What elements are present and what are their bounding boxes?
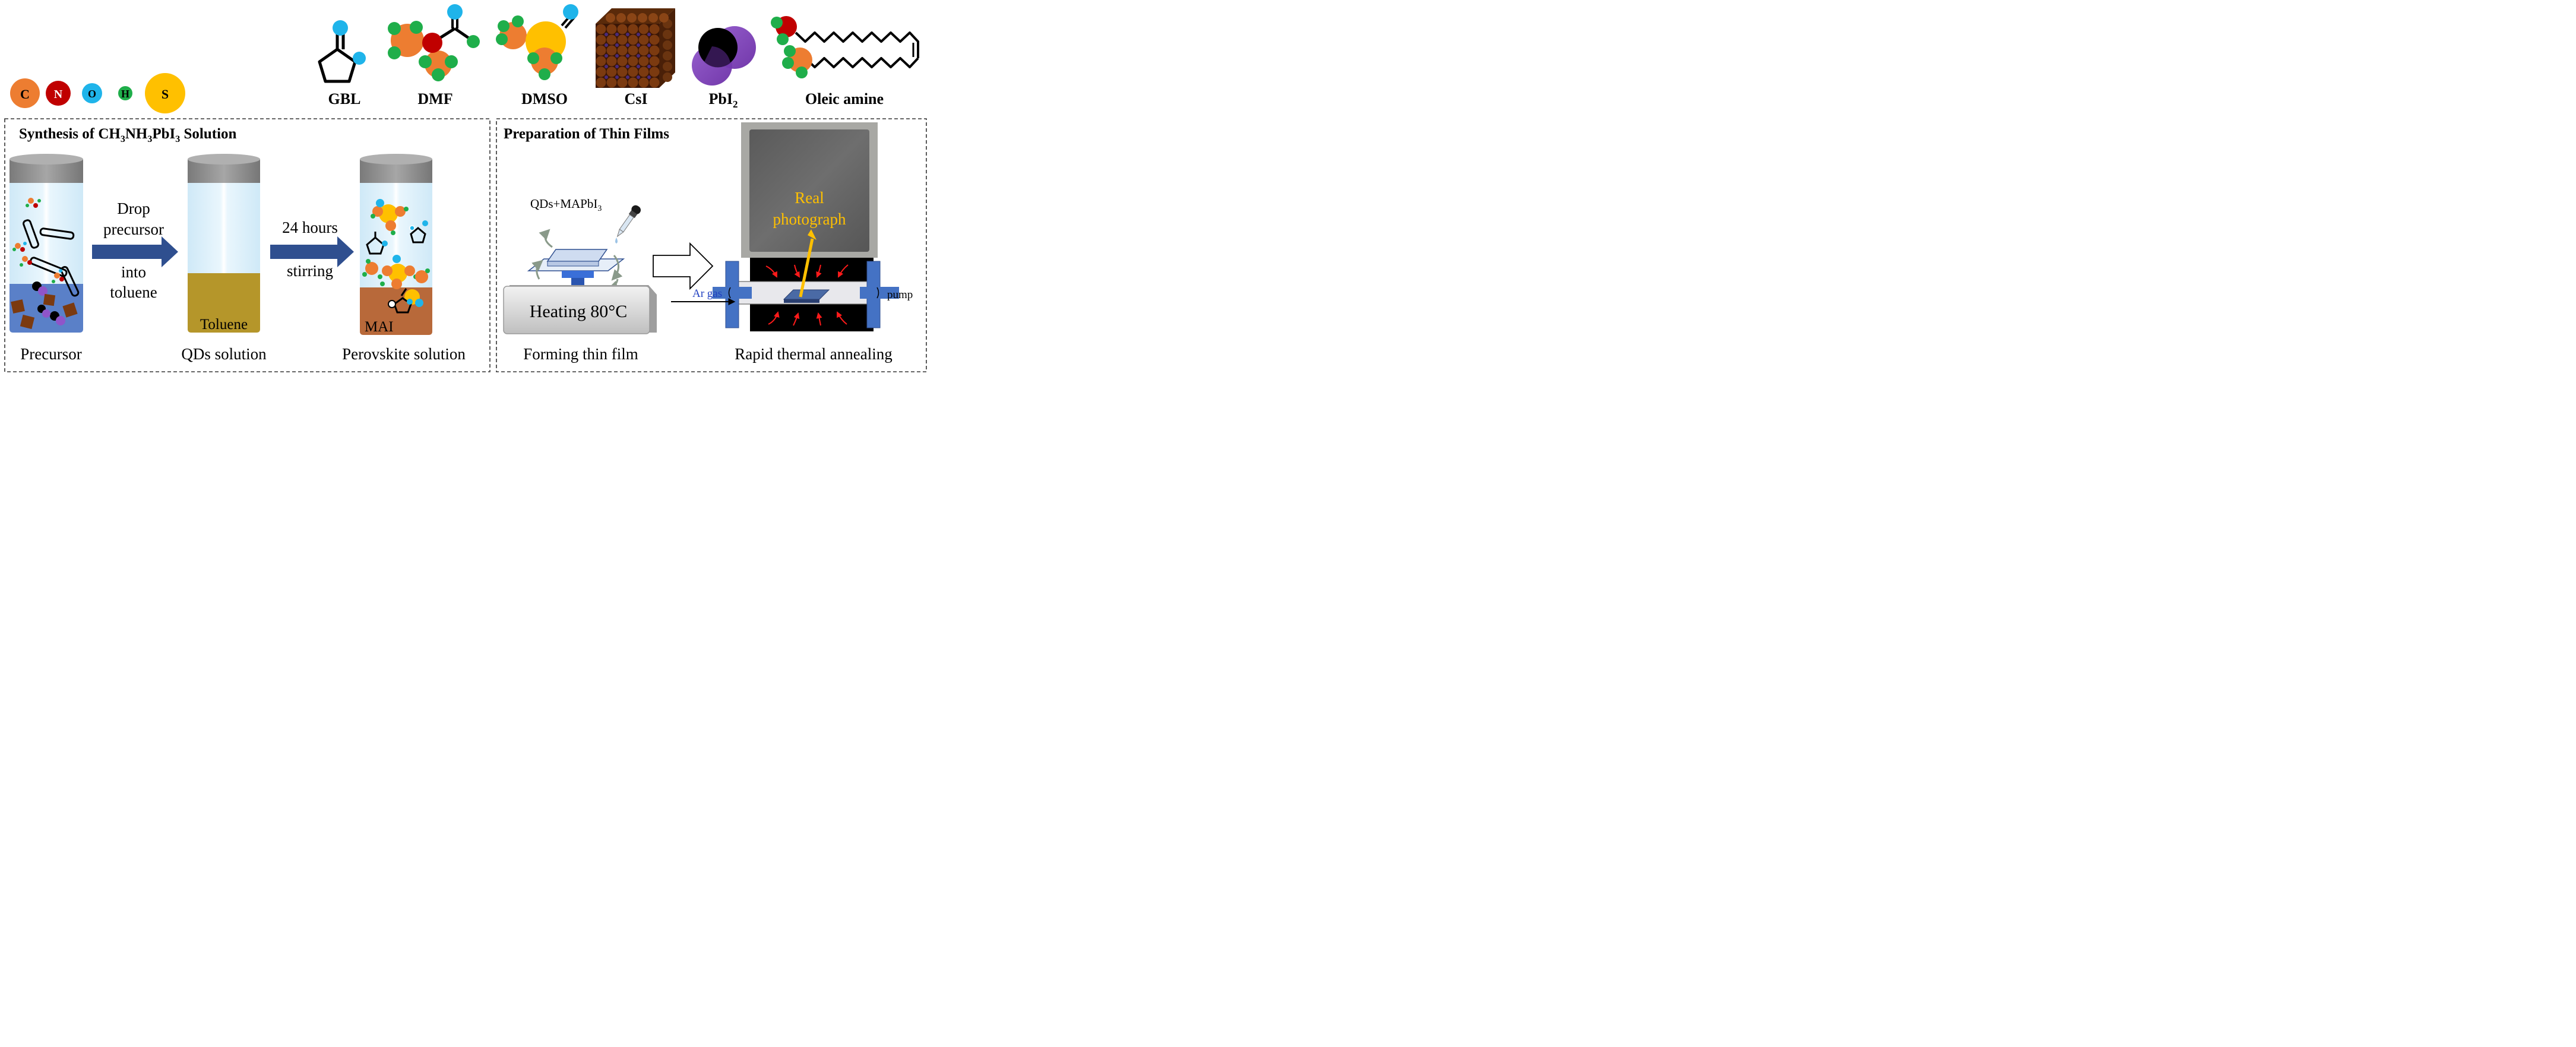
gas-label: Ar gas <box>692 287 722 300</box>
legend-hydrogen-symbol: H <box>121 88 129 100</box>
photo-label-line1: Real <box>795 189 824 207</box>
legend-carbon-atom: C <box>10 78 40 108</box>
forming-caption: Forming thin film <box>523 345 638 363</box>
legend-nitrogen-atom: N <box>46 81 71 106</box>
dmso-label: DMSO <box>521 90 568 107</box>
arrow1-line1: Drop <box>117 200 150 217</box>
arrow2-line1: 24 hours <box>282 219 338 236</box>
dmso-molecule: DMSO <box>496 4 578 107</box>
figure-canvas: C N O H S GBL <box>4 4 927 372</box>
arrow1-line4: toluene <box>110 283 157 301</box>
spin-coater <box>527 229 625 291</box>
mai-label: MAI <box>365 319 394 335</box>
drop-icon <box>615 238 618 243</box>
heater-label: Heating 80°C <box>530 302 627 321</box>
pump-label: pump <box>887 289 913 301</box>
real-photograph <box>741 122 878 258</box>
legend-nitrogen-symbol: N <box>54 88 63 101</box>
dropper-icon <box>616 205 641 238</box>
thin-films-panel <box>496 118 927 372</box>
dmf-molecule: DMF <box>388 4 480 107</box>
dmf-label: DMF <box>417 90 452 107</box>
toluene-label: Toluene <box>200 317 248 333</box>
stirring-arrow <box>270 236 354 267</box>
csi-label: CsI <box>624 90 647 107</box>
arrow1-line3: into <box>121 263 146 281</box>
photo-pointer-arrow <box>799 238 814 298</box>
photo-label-line2: photograph <box>773 210 846 228</box>
transfer-arrow <box>653 242 714 290</box>
pbi2-label: PbI2 <box>709 90 738 110</box>
legend-carbon-symbol: C <box>20 87 30 102</box>
rta-furnace <box>671 229 899 331</box>
legend-sulfur-symbol: S <box>162 87 169 102</box>
arrow2-line2: stirring <box>287 262 333 280</box>
gbl-molecule: GBL <box>318 20 366 107</box>
legend-hydrogen-atom: H <box>118 86 132 100</box>
thin-films-title: Preparation of Thin Films <box>504 126 669 142</box>
perovskite-vial <box>360 154 432 335</box>
atom-legend: C N O H S <box>10 73 185 113</box>
pbi2-molecule: PbI2 <box>692 26 756 110</box>
precursor-caption: Precursor <box>20 345 81 363</box>
dropper-label: QDs+MAPbI3 <box>530 197 602 213</box>
annealing-caption: Rapid thermal annealing <box>735 345 892 363</box>
drop-precursor-arrow <box>92 236 178 267</box>
qds-vial <box>188 154 260 333</box>
legend-oxygen-symbol: O <box>88 88 96 100</box>
synthesis-panel <box>4 118 490 372</box>
csi-crystal: CsI <box>596 8 675 107</box>
arrow1-line2: precursor <box>103 220 164 238</box>
legend-oxygen-atom: O <box>82 83 102 103</box>
qds-caption: QDs solution <box>181 345 267 363</box>
synthesis-title: Synthesis of CH3NH3PbI3 Solution <box>19 126 237 144</box>
perovskite-caption: Perovskite solution <box>342 345 466 363</box>
oleic-amine-label: Oleic amine <box>805 90 884 107</box>
heater-block <box>503 285 657 334</box>
legend-sulfur-atom: S <box>145 73 185 113</box>
precursor-vial <box>10 154 83 333</box>
gbl-label: GBL <box>328 90 361 107</box>
oleic-amine-molecule: Oleic amine <box>771 16 919 107</box>
